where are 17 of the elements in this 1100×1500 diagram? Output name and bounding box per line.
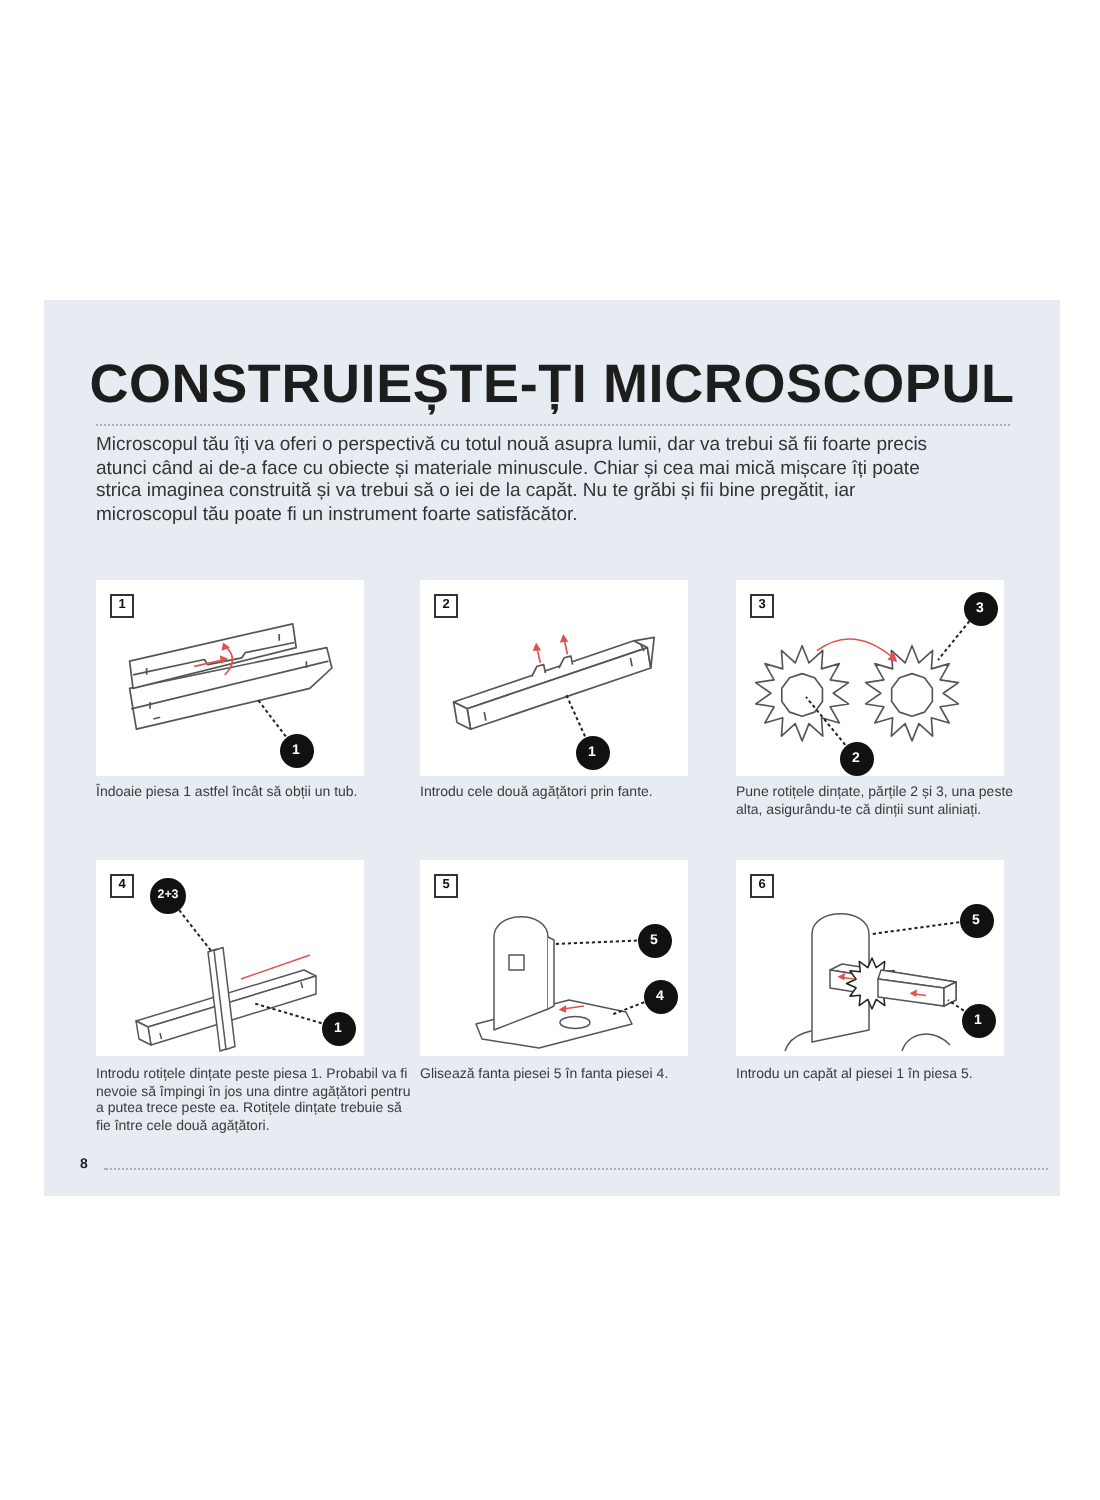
leader-line	[553, 939, 638, 945]
leader-line	[610, 1001, 646, 1016]
intro-paragraph: Microscopul tău îți va oferi o perspectivă cu totul nouă asupra lumii, dar va trebui să fii foarte precis atunci când ai de-a face cu obiecte și materiale minuscule. Chiar și cea mai mică mișcare îți poate strica imaginea construită și va trebui să o iei de la capăt. Nu te grăbi și fii bine pregătit, iar microscopul tău poate fi un instrument foarte satisfăcător.	[96, 434, 930, 527]
step-panel	[420, 580, 688, 776]
step-panel	[736, 580, 1004, 776]
step-panel	[736, 860, 1004, 1056]
step-panel	[96, 580, 364, 776]
leader-line	[937, 620, 971, 661]
step-panel	[96, 860, 364, 1056]
leader-line	[178, 909, 213, 953]
leader-line	[947, 999, 965, 1012]
page-title: CONSTRUIEȘTE-ȚI MICROSCOPUL	[89, 352, 1015, 418]
leader-line	[871, 921, 961, 935]
leader-line	[564, 692, 586, 738]
step-panel	[420, 860, 688, 1056]
leader-line	[256, 697, 287, 738]
leader-line	[252, 1002, 323, 1025]
